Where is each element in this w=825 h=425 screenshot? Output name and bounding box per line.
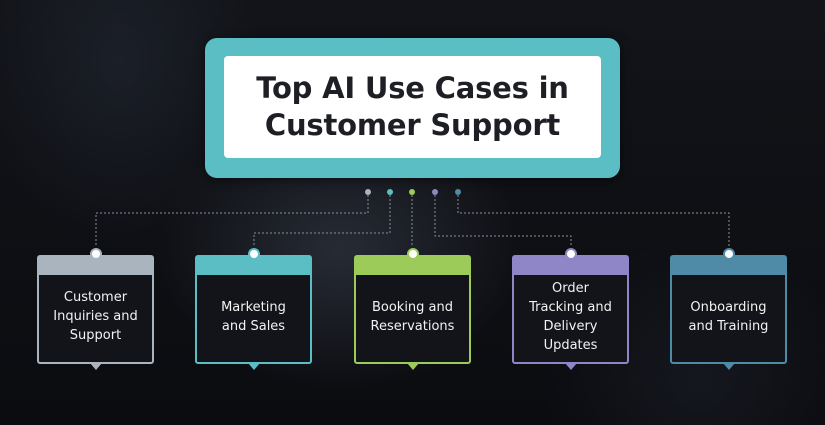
card-pin-icon <box>564 248 577 260</box>
card-pointer-icon <box>89 363 102 370</box>
use-case-card-order-tracking: Order Tracking and Delivery Updates <box>512 248 629 370</box>
card-pointer-icon <box>406 363 419 370</box>
connector-dot-3 <box>409 189 415 195</box>
card-pointer-icon <box>564 363 577 370</box>
card-pin-icon <box>89 248 102 260</box>
card-label: Booking and Reservations <box>370 299 455 334</box>
title-frame: Top AI Use Cases in Customer Support <box>205 38 620 178</box>
connector-dot-1 <box>365 189 371 195</box>
card-label: Customer Inquiries and Support <box>53 290 138 343</box>
card-pin-icon <box>247 248 260 260</box>
card-label: Order Tracking and Delivery Updates <box>529 280 612 353</box>
page-title-line-1: Top AI Use Cases in <box>256 71 569 105</box>
card-header <box>39 257 152 275</box>
card-header <box>672 257 785 275</box>
page-title-line-2: Customer Support <box>264 108 561 142</box>
use-case-card-booking-reservations: Booking and Reservations <box>354 248 471 370</box>
connector-dot-5 <box>455 189 461 195</box>
card-header <box>514 257 627 275</box>
card-pin-icon <box>722 248 735 260</box>
use-case-card-customer-inquiries: Customer Inquiries and Support <box>37 248 154 370</box>
connector-marketing <box>253 195 391 246</box>
use-case-card-onboarding-training: Onboarding and Training <box>670 248 787 370</box>
connector-dot-4 <box>432 189 438 195</box>
card-header <box>197 257 310 275</box>
use-case-card-marketing-sales: Marketing and Sales <box>195 248 312 370</box>
card-label: Marketing and Sales <box>221 299 286 334</box>
connector-order-tracking <box>434 195 572 246</box>
card-pin-icon <box>406 248 419 260</box>
card-header <box>356 257 469 275</box>
connector-customer-inquiries <box>95 195 369 246</box>
card-pointer-icon <box>247 363 260 370</box>
card-label: Onboarding and Training <box>688 299 769 334</box>
connector-dot-2 <box>387 189 393 195</box>
title-panel: Top AI Use Cases in Customer Support <box>224 56 601 158</box>
card-pointer-icon <box>722 363 735 370</box>
connector-onboarding <box>457 195 730 246</box>
